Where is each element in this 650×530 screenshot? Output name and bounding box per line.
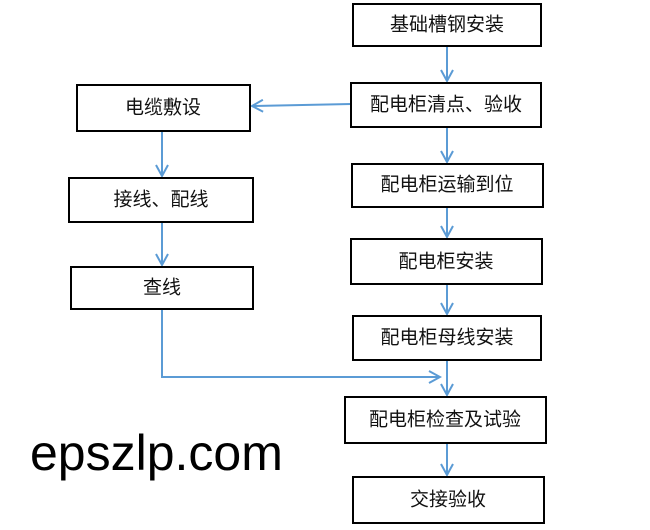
step-label: 电缆敷设 [125,97,201,119]
step-label: 配电柜安装 [398,251,493,273]
step-label: 查线 [143,277,181,299]
step-label: 基础槽钢安装 [390,14,504,36]
arrow-branch-merge [161,309,440,377]
connectors [162,46,447,475]
branch-step-3: 查线 [70,266,254,310]
main-flow-step-1: 基础槽钢安装 [352,3,542,47]
main-flow-step-7: 交接验收 [352,476,545,524]
step-label: 配电柜运输到位 [380,174,513,196]
watermark: epszlp.com [30,425,283,481]
step-label: 配电柜清点、验收 [370,94,522,116]
branch-step-2: 接线、配线 [68,177,254,223]
step-label: 接线、配线 [113,189,208,211]
main-flow-step-4: 配电柜安装 [350,238,543,285]
step-label: 配电柜检查及试验 [369,409,521,431]
step-label: 交接验收 [410,489,486,511]
arrow-to-branch [252,104,352,106]
main-flow-step-5: 配电柜母线安装 [352,315,542,361]
step-label: 配电柜母线安装 [380,327,513,349]
main-flow-step-6: 配电柜检查及试验 [344,396,547,444]
main-flow-step-2: 配电柜清点、验收 [350,82,542,128]
branch-step-1: 电缆敷设 [76,84,251,132]
main-flow-step-3: 配电柜运输到位 [351,163,544,208]
